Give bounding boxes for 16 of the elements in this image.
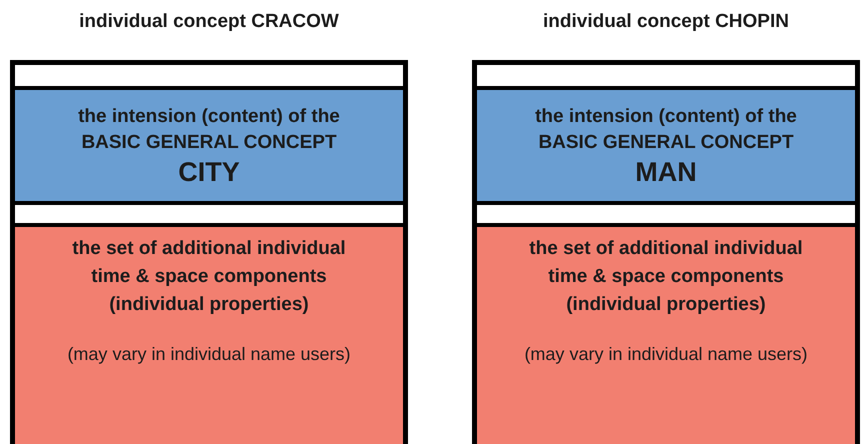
intension-box xyxy=(477,90,855,205)
intension-text: the intension (content) of the BASIC GENERAL CONCEPT xyxy=(77,104,341,154)
concept-frame xyxy=(10,60,408,444)
intension-text: the intension (content) of the BASIC GENERAL CONCEPT xyxy=(534,104,798,154)
properties-text: the set of additional individual time & space components (individual properties) xyxy=(528,237,804,317)
properties-text: the set of additional individual time & space components (individual properties) xyxy=(71,237,347,317)
properties-box xyxy=(15,227,403,444)
concept-heading: individual concept CHOPIN xyxy=(543,10,789,34)
properties-note: (may vary in individual name users) xyxy=(67,343,351,366)
properties-box xyxy=(477,227,855,444)
properties-note: (may vary in individual name users) xyxy=(524,343,808,366)
concept-name: CITY xyxy=(178,156,240,188)
concept-frame xyxy=(472,60,860,444)
intension-box xyxy=(15,90,403,205)
concept-name: MAN xyxy=(635,156,697,188)
concept-heading: individual concept CRACOW xyxy=(79,10,339,34)
